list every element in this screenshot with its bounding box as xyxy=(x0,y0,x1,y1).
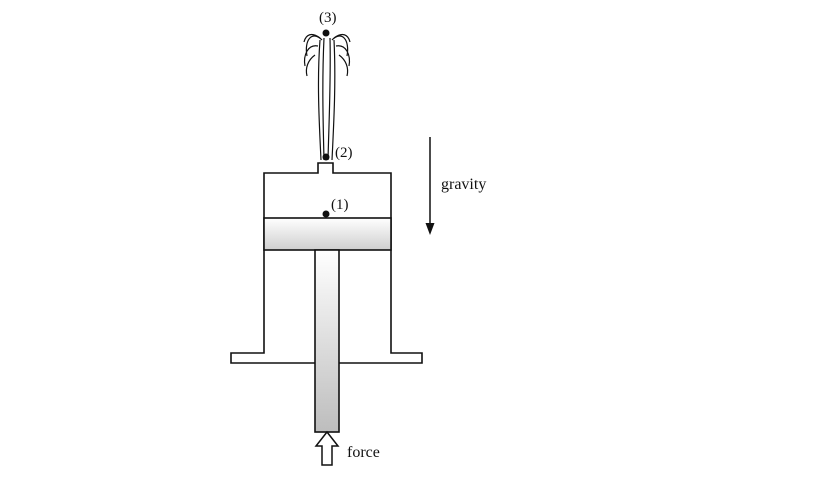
point-1-label: (1) xyxy=(331,197,349,213)
gravity-label: gravity xyxy=(441,176,486,193)
point-2-label: (2) xyxy=(335,145,353,161)
piston-head xyxy=(263,217,392,251)
force-label: force xyxy=(347,444,380,461)
point-1-marker xyxy=(322,210,330,218)
water-jet xyxy=(303,33,351,161)
point-3-label: (3) xyxy=(319,10,337,26)
point-3-marker xyxy=(322,29,330,37)
point-2-marker xyxy=(322,153,330,161)
cylinder-outline xyxy=(230,162,423,364)
force-arrow-icon xyxy=(314,430,340,466)
gravity-arrow-icon xyxy=(425,137,435,235)
piston-rod xyxy=(314,249,340,433)
